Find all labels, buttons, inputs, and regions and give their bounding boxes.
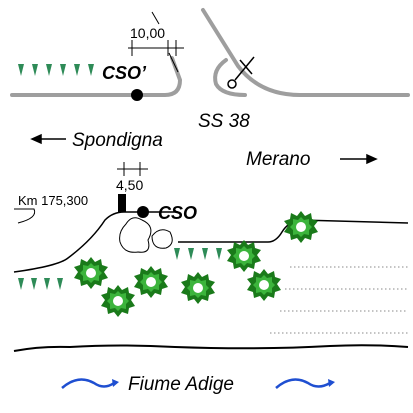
- signal-post-icon: [227, 56, 255, 89]
- dimension-top: [128, 11, 184, 73]
- cso-prime-point: [131, 89, 143, 101]
- km-bracket: [14, 208, 36, 224]
- arrow-left-icon: [30, 133, 66, 145]
- cso-prime-label: CSO’: [102, 63, 147, 83]
- dimension-top-label: 10,00: [130, 25, 165, 41]
- km-label: Km 175,300: [18, 193, 88, 208]
- bush-icon: [74, 211, 318, 317]
- grass-icon: [18, 248, 222, 290]
- arrow-right-icon: [340, 153, 378, 165]
- km-post: [118, 194, 126, 212]
- river-bank-line: [13, 344, 409, 352]
- road-edge-left: [10, 56, 183, 97]
- direction-left-label: Spondigna: [72, 130, 163, 151]
- river-flow-arrow-icon: [275, 378, 335, 389]
- road-label: SS 38: [198, 111, 250, 132]
- grass-icon: [18, 64, 94, 76]
- river-flow-arrow-icon: [61, 378, 119, 389]
- road-edge-branch: [213, 58, 247, 97]
- river-label: Fiume Adige: [128, 374, 234, 395]
- dotted-lines: [270, 266, 408, 334]
- direction-right-label: Merano: [246, 149, 310, 170]
- road-edges: [10, 8, 410, 97]
- cso-label: CSO: [158, 203, 197, 223]
- dimension-mid-label: 4,50: [116, 177, 143, 193]
- dimension-mid: [117, 162, 148, 176]
- road-edge-junction: [201, 8, 410, 97]
- rock-icon: [119, 217, 173, 253]
- terrain-lines: [13, 211, 409, 273]
